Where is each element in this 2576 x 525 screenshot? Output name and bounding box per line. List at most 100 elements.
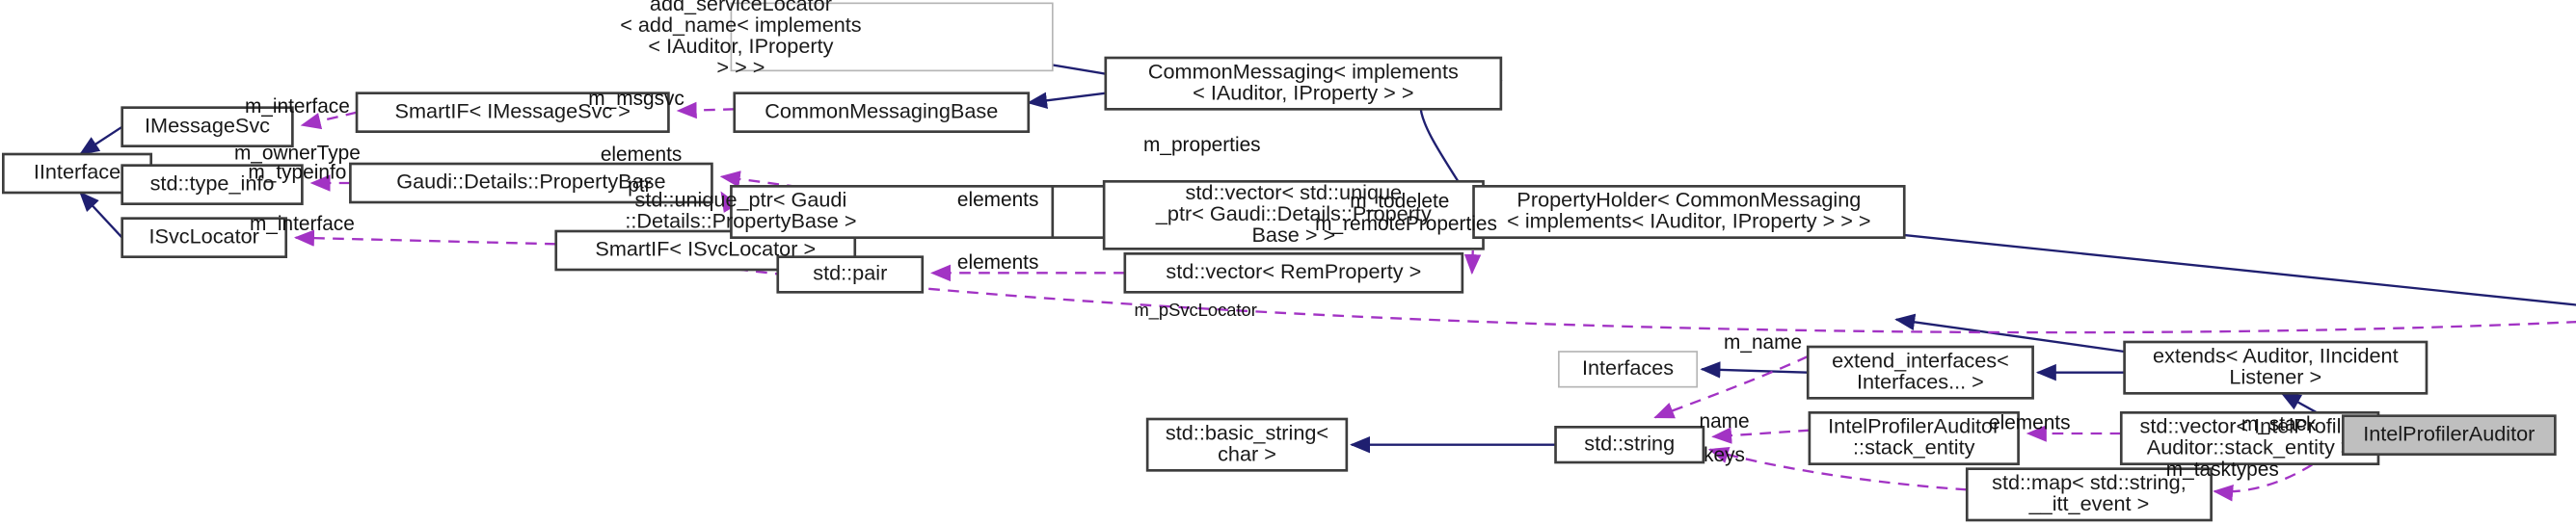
class-node-box: [1102, 180, 1485, 250]
class-node-vector_unique_ptr_propertybase[interactable]: std::vector< std::unique_ptr< Gaudi::Det…: [1102, 180, 1485, 250]
edge-label-lbl-name: name: [1700, 410, 1750, 433]
class-node-commonmessaging[interactable]: CommonMessaging< implements< IAuditor, I…: [1104, 56, 1503, 111]
class-node-stdstring[interactable]: std::string: [1554, 426, 1705, 464]
edge-label-lbl-m-tasktypes: m_tasktypes: [2166, 459, 2279, 481]
class-node-label: _ptr< Gaudi::Details::Property: [1155, 201, 1432, 225]
class-node-box: [1965, 467, 2213, 522]
edge-label-lbl-m-stack: m_stack: [2241, 413, 2317, 435]
class-node-box: [1558, 351, 1699, 388]
class-node-vector_remproperty[interactable]: std::vector< RemProperty >: [1123, 252, 1464, 294]
edge-imessagesvc-iinterface: [78, 125, 123, 155]
class-node-label: std::unique_ptr< Gaudi: [635, 188, 847, 212]
class-node-label: PropertyHolder< CommonMessaging: [1516, 188, 1861, 212]
class-node-box: [1472, 185, 1906, 239]
class-node-extend_interfaces[interactable]: extend_interfaces<Interfaces... >: [1806, 345, 2034, 400]
edge-label-lbl-m-typeinfo: m_typeinfo: [248, 162, 346, 184]
class-node-label: CommonMessaging< implements: [1148, 59, 1459, 83]
class-node-commonmessagingbase[interactable]: CommonMessagingBase: [733, 92, 1031, 133]
edge-map-string-keys: [1707, 446, 1968, 491]
edge-stackentity-string-name: [1711, 427, 1810, 444]
class-node-isvclocator[interactable]: ISvcLocator: [121, 217, 288, 258]
class-node-label: ::stack_entity: [1853, 435, 1975, 459]
class-node-box: [2341, 414, 2557, 456]
class-node-label: extend_interfaces<: [1832, 348, 2009, 372]
class-node-box: [730, 185, 1055, 239]
edge-label-lbl-m-properties: m_properties: [1143, 134, 1261, 156]
edge-smartif-isvclocator: [293, 229, 556, 247]
edge-label-lbl-elements-3: elements: [957, 251, 1039, 274]
class-node-label: std::basic_string<: [1166, 420, 1328, 444]
edge-label-group: m_interfacem_ownerTypem_typeinfom_interf…: [234, 88, 2317, 481]
class-node-smartif_imessagesvc[interactable]: SmartIF< IMessageSvc >: [355, 92, 670, 133]
class-node-label: char >: [1218, 441, 1276, 465]
class-node-label: IntelProfilerAuditor: [2363, 421, 2535, 445]
edge-extendinterfaces-string-mname: [1653, 354, 1809, 419]
class-node-box: [2119, 411, 2380, 465]
class-node-label: std::vector< std::unique: [1186, 180, 1403, 204]
class-node-stdpair[interactable]: std::pair: [776, 255, 925, 294]
class-node-label: ::Details::PropertyBase >: [625, 209, 856, 233]
class-node-label: CommonMessagingBase: [765, 98, 998, 122]
class-node-stack_entity[interactable]: IntelProfilerAuditor::stack_entity: [1808, 411, 2020, 465]
edge-label-lbl-elements-1: elements: [601, 144, 683, 166]
class-node-vector_stack_entity[interactable]: std::vector< IntelProfilerAuditor::stack…: [2119, 411, 2380, 465]
edge-commonmessagingbase-smartif: [676, 101, 735, 119]
class-node-label: IInterface: [34, 160, 121, 184]
class-node-basic_string_char[interactable]: std::basic_string<char >: [1145, 417, 1349, 472]
edge-smartif-imessagesvc: [300, 111, 358, 130]
class-node-box: [1806, 345, 2034, 400]
class-node-box: [121, 164, 304, 206]
edge-label-lbl-m-remoteproperties: m_remoteProperties: [1315, 213, 1497, 235]
class-node-stdtypeinfo[interactable]: std::type_info: [121, 164, 304, 206]
class-node-box: [2123, 340, 2428, 395]
class-node-box: [733, 92, 1031, 133]
class-node-map_string_itt[interactable]: std::map< std::string,__itt_event >: [1965, 467, 2213, 522]
class-node-label: Auditor::stack_entity >: [2147, 435, 2353, 459]
class-node-label: IMessageSvc: [145, 113, 270, 137]
class-node-label: std::vector< RemProperty >: [1166, 259, 1421, 283]
class-node-label: Interfaces: [1582, 355, 1674, 380]
class-node-add_servicelocator[interactable]: add_serviceLocator< add_name< implements…: [620, 0, 1054, 79]
class-node-label: std::vector< IntelProfiler: [2140, 414, 2360, 438]
class-node-label: __itt_event >: [2028, 491, 2150, 515]
class-node-unique_ptr_propertybase[interactable]: std::unique_ptr< Gaudi::Details::Propert…: [625, 185, 1055, 239]
edge-label-lbl-keys: keys: [1704, 444, 1745, 466]
edge-extendinterfaces-interfaces: [1700, 361, 1809, 379]
class-node-intelprofilerauditor[interactable]: IntelProfilerAuditor: [2341, 414, 2557, 456]
class-node-propertyholder[interactable]: PropertyHolder< CommonMessaging< impleme…: [1472, 185, 1906, 239]
class-node-box: [349, 162, 713, 204]
edge-uniqueptr-propertybase: [720, 191, 738, 214]
class-node-label: extends< Auditor, IIncident: [2153, 343, 2399, 367]
class-node-box: [355, 92, 670, 133]
class-node-label: std::map< std::string,: [1992, 470, 2187, 494]
class-node-imessagesvc[interactable]: IMessageSvc: [121, 106, 294, 148]
edge-extends-auditor: [1894, 313, 2125, 354]
edge-label-lbl-m-todelete: m_todelete: [1350, 191, 1449, 213]
class-node-box: [121, 217, 288, 258]
class-node-box: [121, 106, 294, 148]
edge-label-lbl-m-psvclocator: m_pSvcLocator: [1134, 300, 1256, 321]
class-node-box: [1123, 252, 1464, 294]
class-node-label: add_serviceLocator: [650, 0, 832, 15]
class-node-label: Base > >: [1251, 223, 1335, 247]
class-node-label: ISvcLocator: [149, 223, 259, 248]
class-node-interfaces[interactable]: Interfaces: [1558, 351, 1699, 388]
class-node-label: Interfaces... >: [1857, 369, 1984, 393]
class-node-box: [1554, 426, 1705, 464]
class-node-box: [776, 255, 925, 294]
edge-label-lbl-elements-4: elements: [1989, 412, 2071, 434]
class-node-label: < add_name< implements: [620, 13, 862, 37]
class-node-label: < IAuditor, IProperty: [648, 34, 833, 58]
class-node-label: std::pair: [813, 261, 887, 285]
class-node-box: [730, 2, 1054, 72]
class-node-propertybase[interactable]: Gaudi::Details::PropertyBase: [349, 162, 713, 204]
class-node-box: [1104, 56, 1503, 111]
class-node-label: < IAuditor, IProperty > >: [1193, 80, 1413, 104]
edge-label-lbl-m-ownertype: m_ownerType: [234, 143, 361, 165]
class-node-label: Listener >: [2229, 364, 2321, 388]
edge-label-lbl-elements-2: elements: [957, 189, 1039, 211]
class-node-box: [1808, 411, 2020, 465]
